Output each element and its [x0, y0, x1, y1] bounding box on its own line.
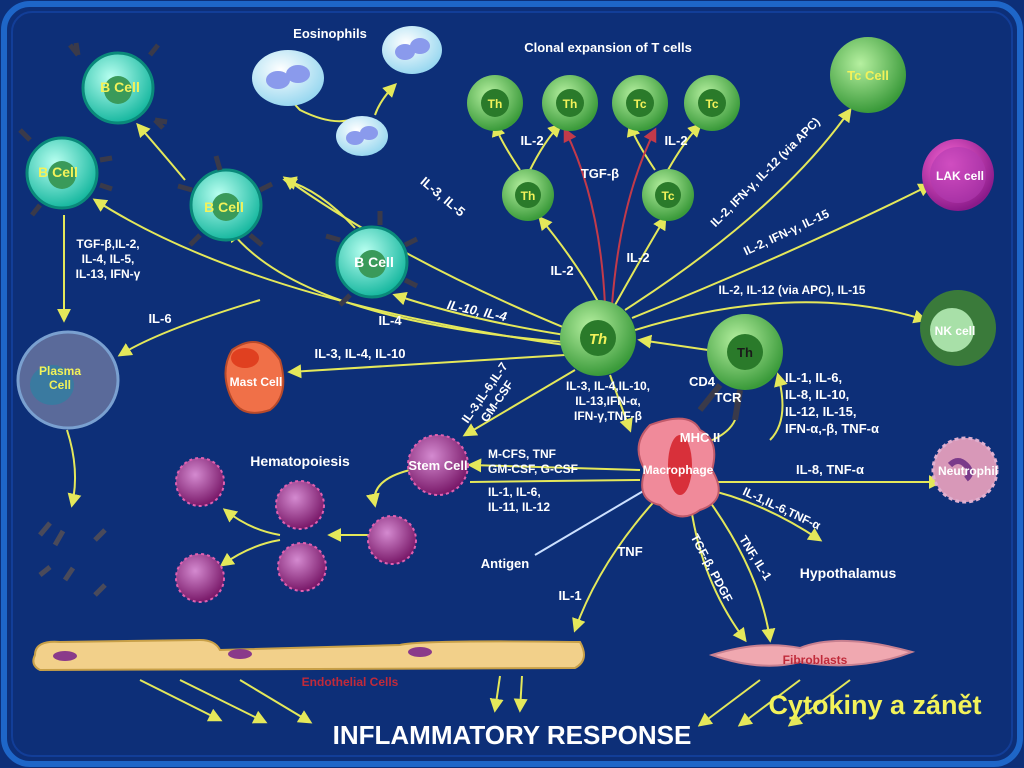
- b-cell-mid: [177, 155, 274, 247]
- neutrophil-label: Neutrophil: [938, 464, 998, 478]
- tgf-list-label: TGF-β,IL-2,IL-4, IL-5,IL-13, IFN-γ: [76, 237, 141, 281]
- tc-label-3: Tc: [661, 189, 674, 203]
- tc-label-1: Tc: [633, 97, 646, 111]
- plasma-cell: [16, 330, 120, 430]
- il6-label: IL-6: [148, 311, 171, 326]
- hematopoiesis-cells: [175, 457, 417, 603]
- th-out-label: IL-3, IL-4,IL-10,IL-13,IFN-α,IFN-γ,TNF-β: [566, 379, 650, 423]
- il1-label: IL-1: [558, 588, 581, 603]
- eosinophil-b: [382, 26, 442, 74]
- nk-cell: [920, 290, 996, 366]
- b-cell-top: [68, 42, 168, 130]
- neutrophil: [931, 436, 999, 504]
- tc-mid: [642, 169, 694, 221]
- th-mid: [502, 169, 554, 221]
- th-label-2: Th: [563, 97, 578, 111]
- th-cd4-label: Th: [737, 345, 753, 360]
- lak-label: LAK cell: [936, 169, 984, 183]
- clonal-tc-1: [612, 75, 668, 131]
- th-right-label: IL-1, IL-6,IL-8, IL-10,IL-12, IL-15,IFN-…: [785, 370, 879, 436]
- nk-label: NK cell: [935, 324, 976, 338]
- arrows: [57, 83, 943, 727]
- th-cd4: [707, 314, 783, 390]
- antibodies: [38, 521, 107, 597]
- eosinophil-c: [336, 116, 388, 156]
- mhc-label: MHC II: [680, 430, 720, 445]
- th-main: [560, 300, 636, 376]
- tcr-label: TCR: [715, 390, 742, 405]
- mast-cell: [224, 341, 285, 414]
- inflammatory-response-title: INFLAMMATORY RESPONSE: [333, 720, 692, 750]
- lak-cell: [922, 139, 994, 211]
- b-cell-label-3: B Cell: [204, 199, 244, 215]
- stem-label: Stem Cell: [408, 458, 467, 473]
- tgfb-label: TGF-β: [581, 166, 619, 181]
- b-cell-label-2: B Cell: [38, 164, 78, 180]
- hematopoiesis-label: Hematopoiesis: [250, 453, 350, 469]
- endothelial-label: Endothelial Cells: [302, 675, 399, 689]
- il8-tnf-label: IL-8, TNF-α: [796, 462, 864, 477]
- il4-label: IL-4: [378, 313, 402, 328]
- tnf-label: TNF: [617, 544, 642, 559]
- tc-label-2: Tc: [705, 97, 718, 111]
- tc-cell: [830, 37, 906, 113]
- il2-d: IL-2: [626, 250, 649, 265]
- macrophage-label: Macrophage: [643, 463, 714, 477]
- eosinophil-a: [252, 50, 324, 106]
- eosinophils-label: Eosinophils: [293, 26, 367, 41]
- b-cell-left: [18, 128, 113, 217]
- cd4-label: CD4: [689, 374, 716, 389]
- stem-cell: [407, 434, 469, 496]
- tc-cell-label: Tc Cell: [847, 68, 889, 83]
- clonal-th-2: [542, 75, 598, 131]
- il2-b: IL-2: [664, 133, 687, 148]
- th-label-3: Th: [521, 189, 536, 203]
- clonal-label: Clonal expansion of T cells: [524, 40, 692, 55]
- il2-a: IL-2: [520, 133, 543, 148]
- th-label-1: Th: [488, 97, 503, 111]
- il3-il4-il10-label: IL-3, IL-4, IL-10: [314, 346, 405, 361]
- il1-il6-label: IL-1, IL-6,IL-11, IL-12: [488, 485, 550, 514]
- mast-label: Mast Cell: [230, 375, 283, 389]
- th-main-label: Th: [589, 331, 607, 348]
- cell-labels: B Cell B Cell B Cell B Cell Eosinophils …: [38, 26, 998, 689]
- hypothalamus-label: Hypothalamus: [800, 565, 897, 581]
- nk-arrow-label: IL-2, IL-12 (via APC), IL-15: [719, 283, 866, 297]
- clonal-tc-2: [684, 75, 740, 131]
- macrophage: [637, 417, 720, 518]
- antigen-label: Antigen: [481, 556, 529, 571]
- b-cell-low: [325, 211, 419, 307]
- fibroblasts: [708, 639, 916, 667]
- il2-c: IL-2: [550, 263, 573, 278]
- b-cell-label-4: B Cell: [354, 254, 394, 270]
- fibroblasts-label: Fibroblasts: [783, 653, 848, 667]
- clonal-th-1: [467, 75, 523, 131]
- slide-title: Cytokiny a zánět: [768, 690, 981, 720]
- endothelial-cells: [32, 638, 585, 672]
- b-cell-label-1: B Cell: [100, 79, 140, 95]
